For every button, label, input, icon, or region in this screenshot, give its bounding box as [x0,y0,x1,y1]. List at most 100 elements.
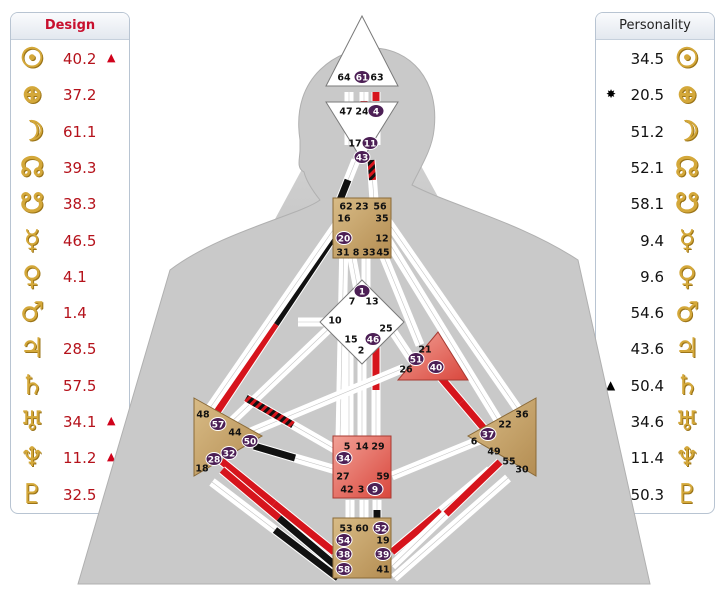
gate-label: 10 [328,316,342,327]
gate-label: 15 [344,335,357,346]
gate-label: 21 [418,345,431,356]
channel-half [389,508,444,555]
gate-label: 16 [337,214,351,225]
design-panel: Design ☉40.2▲⊕37.2☽61.1☊39.3☋38.3☿46.5♀4… [10,12,130,514]
gate-label: 45 [376,248,389,259]
gate-label-active: 50 [244,437,257,447]
gate-badge [353,150,371,164]
personality-row: ♆11.4 [596,440,714,476]
gate-label: 59 [376,472,389,483]
gate-label-active: 61 [356,73,369,83]
gate-label: 26 [399,365,413,376]
gate-line-value: 9.6 [640,267,664,286]
gate-badge [407,352,425,366]
gate-label: 31 [336,248,349,259]
gate-line-value: 37.2 [63,86,97,105]
head-center [325,14,399,87]
earth-icon: ⊕ [675,79,699,111]
gate-line-value: 20.5 [630,86,664,105]
gate-label: 64 [337,73,351,84]
fixing-marker: ✸ [606,87,617,102]
g-center [319,279,405,365]
design-row: ☋38.3 [11,186,129,222]
mercury-icon: ☿ [23,224,41,256]
moon-icon: ☽ [674,115,700,147]
gate-line-value: 34.1 [63,413,97,431]
design-row: ☉40.2▲ [11,41,129,77]
channel-half [276,515,339,569]
gate-label: 48 [196,410,210,421]
personality-row: ☿ 9.4 [596,223,714,259]
channel-edge [391,439,481,477]
gate-badge [374,547,392,561]
gate-label-active: 38 [338,550,351,560]
channel-edge [245,367,405,435]
gate-line-value: 52.1 [630,158,664,177]
gate-badge [209,417,227,431]
mars-icon: ♂ [674,297,700,329]
gate-label: 53 [339,524,352,535]
uranus-icon: ♅ [674,406,700,437]
neptune-icon: ♆ [19,442,45,474]
channel-edge [384,235,499,421]
solar-plexus-center [466,397,537,477]
fixing-marker: ▲ [107,414,116,427]
gate-label: 29 [371,442,384,453]
gate-line-value: 9.4 [640,231,664,250]
gate-label-active: 34 [338,454,351,464]
personality-row: ☋58.1 [596,186,714,222]
fixing-marker: ▲ [107,51,116,64]
gate-badge [220,446,238,460]
gate-label: 14 [355,442,369,453]
design-row: ☽61.1 [11,114,129,150]
gate-label-active: 20 [338,234,351,244]
south-node-icon: ☋ [20,188,44,220]
gate-badge [427,360,445,374]
gate-line-value: 50.4 [630,376,664,395]
design-row: ⊕ 37.2 [11,77,129,113]
gate-badge [241,434,259,448]
design-row: ♆ 11.2 ▲ [11,440,129,476]
gate-label: 22 [498,420,511,431]
saturn-icon: ♄ [19,369,45,401]
gate-badge [335,562,353,576]
gate-label-active: 37 [482,430,495,440]
gate-label-active: 52 [375,524,388,534]
gate-line-value: 11.4 [630,449,664,468]
gate-badge [367,104,385,118]
gate-label-active: 43 [356,153,369,163]
gate-line-value: 51.2 [630,122,664,141]
saturn-icon: ♄ [674,369,700,401]
gate-line-value: 11.2 [63,449,97,468]
channel-half [271,500,337,555]
gate-label: 36 [515,410,529,421]
personality-row: ☊52.1 [596,150,714,186]
mercury-icon: ☿ [678,224,696,256]
gate-label-active: 46 [367,335,380,345]
fixing-marker: ▲ [107,450,116,464]
gate-label: 3 [358,485,365,496]
design-title: Design [11,13,129,40]
jupiter-icon: ♃ [674,333,700,365]
gate-badge [372,521,390,535]
channel-edge [209,219,341,409]
personality-row: ♀9.6 [596,259,714,295]
gate-label: 24 [355,107,369,118]
gate-line-value: 39.3 [63,158,97,177]
gate-label: 30 [515,465,529,476]
gate-label-active: 32 [223,449,236,459]
gate-badge [205,452,223,466]
channel-half [244,394,295,429]
personality-row: ♃43.6 [596,331,714,367]
gate-label: 25 [379,324,392,335]
gate-label-active: 58 [338,565,351,575]
gate-line-value: 34.6 [630,413,664,431]
earth-icon: ⊕ [20,79,44,111]
gate-line-value: 4.1 [63,267,87,286]
gate-badge [335,451,353,465]
gate-line-value: 34.5 [630,50,664,68]
gate-label: 62 [339,202,352,213]
design-row: ☊39.3 [11,150,129,186]
gate-label: 41 [376,565,389,576]
